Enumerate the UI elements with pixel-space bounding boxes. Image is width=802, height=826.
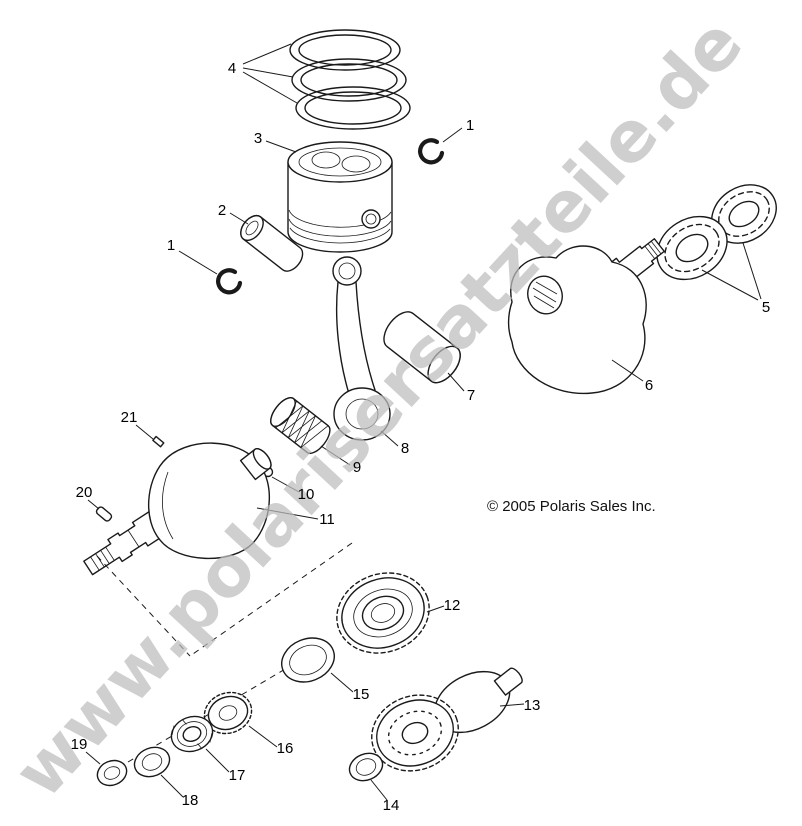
crank-pin <box>383 311 461 384</box>
crankshaft-left-half <box>83 442 272 576</box>
piston <box>287 141 393 253</box>
callout-leader-lines <box>85 43 762 801</box>
circlip-left <box>216 268 243 295</box>
callout-21: 21 <box>121 409 138 426</box>
callout-labels: 4 1 3 2 1 5 6 7 8 9 10 11 21 20 12 15 13… <box>71 60 771 814</box>
piston-pin <box>240 214 304 272</box>
crankshaft-right-half <box>507 238 665 395</box>
callout-17: 17 <box>229 767 246 784</box>
callout-12: 12 <box>444 597 461 614</box>
callout-20: 20 <box>76 484 93 501</box>
callout-4: 4 <box>228 60 236 77</box>
lock-nut <box>170 715 214 753</box>
callout-2: 2 <box>218 202 226 219</box>
washer-19 <box>96 759 128 787</box>
callout-1-left: 1 <box>167 237 175 254</box>
ball-bearing-rear <box>711 184 777 244</box>
spacer-washer <box>281 637 335 683</box>
callout-15: 15 <box>353 686 370 703</box>
piston-ring-set <box>289 29 411 130</box>
needle-bearing <box>270 397 331 455</box>
callout-1-top: 1 <box>466 117 474 134</box>
callout-13: 13 <box>524 697 541 714</box>
copyright-notice: © 2005 Polaris Sales Inc. <box>487 498 656 515</box>
callout-11: 11 <box>319 511 335 528</box>
callout-18: 18 <box>182 792 199 809</box>
callout-8: 8 <box>401 440 409 457</box>
circlip-top <box>418 138 445 165</box>
connecting-rod <box>332 256 391 441</box>
callout-10: 10 <box>298 486 315 503</box>
callout-5: 5 <box>762 299 770 316</box>
callout-6: 6 <box>645 377 653 394</box>
callout-19: 19 <box>71 736 88 753</box>
callout-16: 16 <box>277 740 294 757</box>
roll-pin <box>152 435 165 448</box>
crankshaft-gear <box>336 572 430 654</box>
washer-14 <box>348 752 384 782</box>
callout-9: 9 <box>353 459 361 476</box>
assembly-axis-lines <box>96 542 353 763</box>
balancer-drive-gear <box>203 691 253 735</box>
washer-18 <box>133 746 171 778</box>
ball-bearing-front <box>656 215 728 281</box>
watermark-text: www.polarisersatzteile.de <box>0 2 758 813</box>
balance-shaft <box>371 667 523 772</box>
woodruff-key <box>95 506 113 522</box>
callout-3: 3 <box>254 130 262 147</box>
callout-7: 7 <box>467 387 475 404</box>
callout-14: 14 <box>383 797 400 814</box>
